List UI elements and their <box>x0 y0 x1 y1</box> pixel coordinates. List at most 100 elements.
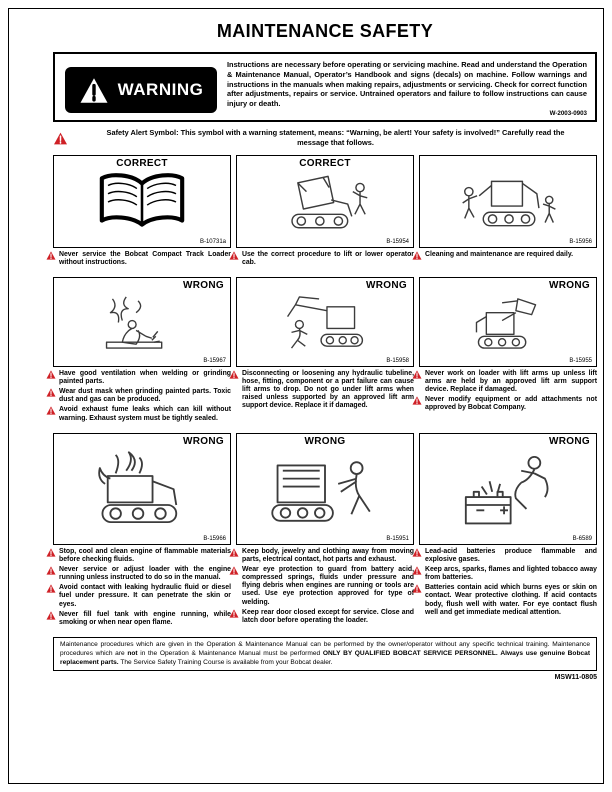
safety-illustration <box>428 169 588 237</box>
caption-list: Cleaning and maintenance are required da… <box>419 250 597 260</box>
caption-list: Lead-acid batteries produce flammable an… <box>419 547 597 617</box>
safety-panel: WRONG B-15955 Never work on loader with … <box>419 276 597 425</box>
caption-text: Keep arcs, sparks, flames and lighted to… <box>425 565 597 582</box>
illustration-box: WRONG B-15951 <box>236 432 414 545</box>
warning-label: WARNING <box>117 80 204 99</box>
cell-label: WRONG <box>304 435 346 447</box>
caption-text: Lead-acid batteries produce flammable an… <box>425 547 597 563</box>
warning-triangle-icon <box>46 584 56 593</box>
caption-text: Wear eye protection to guard from batter… <box>242 565 414 606</box>
caption-item: Wear dust mask when grinding painted par… <box>46 388 231 404</box>
warning-triangle-icon <box>412 584 422 593</box>
caption-list: Disconnecting or loosening any hydraulic… <box>236 369 414 411</box>
warning-panel: WARNING <box>65 67 217 113</box>
illustration-box: CORRECT B-10731a <box>53 154 231 248</box>
cell-label: CORRECT <box>116 157 168 169</box>
cell-label: WRONG <box>549 435 590 447</box>
figure-number: B-15954 <box>386 238 409 245</box>
warning-code: W-2003-0903 <box>549 109 587 117</box>
caption-text: Avoid contact with leaking hydraulic flu… <box>59 584 231 608</box>
caption-list: Use the correct procedure to lift or low… <box>236 250 414 267</box>
caption-item: Cleaning and maintenance are required da… <box>412 250 597 260</box>
figure-number: B-6589 <box>572 535 592 542</box>
safety-illustration <box>245 169 405 237</box>
warning-triangle-icon <box>46 251 56 260</box>
caption-item: Avoid contact with leaking hydraulic flu… <box>46 584 231 608</box>
warning-triangle-icon <box>412 566 422 575</box>
figure-number: B-15955 <box>569 357 592 364</box>
caption-text: Keep body, jewelry and clothing away fro… <box>242 547 414 563</box>
page: MAINTENANCE SAFETY WARNING Instructions … <box>8 8 604 784</box>
warning-triangle-icon <box>229 566 239 575</box>
warning-triangle-icon <box>46 566 56 575</box>
cell-label: WRONG <box>549 279 590 291</box>
caption-list: Keep body, jewelry and clothing away fro… <box>236 547 414 625</box>
caption-text: Never fill fuel tank with engine running… <box>59 610 231 626</box>
warning-triangle-icon <box>229 251 239 260</box>
cell-label: WRONG <box>183 279 224 291</box>
caption-item: Avoid exhaust fume leaks which can kill … <box>46 406 231 422</box>
caption-text: Have good ventilation when welding or gr… <box>59 369 231 385</box>
caption-list: Stop, cool and clean engine of flammable… <box>53 547 231 627</box>
illustration-box: B-15956 <box>419 154 597 248</box>
caption-text: Never service the Bobcat Compact Track L… <box>59 250 231 266</box>
safety-illustration <box>245 291 405 356</box>
illustration-box: WRONG B-15967 <box>53 276 231 367</box>
safety-grid: CORRECT B-10731a Never service the Bobca… <box>53 154 597 629</box>
caption-item: Never modify equipment or add attachment… <box>412 396 597 412</box>
safety-panel: CORRECT B-15954 Use the correct procedur… <box>236 154 414 269</box>
caption-text: Keep rear door closed except for service… <box>242 608 414 624</box>
cell-label: WRONG <box>366 279 407 291</box>
illustration-box: WRONG B-6589 <box>419 432 597 545</box>
safety-panel: WRONG B-15951 Keep body, jewelry and clo… <box>236 432 414 629</box>
safety-panel: WRONG B-6589 Lead-acid batteries produce… <box>419 432 597 629</box>
figure-number: B-15951 <box>386 535 409 542</box>
figure-number: B-15956 <box>569 238 592 245</box>
cell-label: CORRECT <box>299 157 351 169</box>
warning-triangle-icon <box>412 396 422 405</box>
safety-illustration <box>62 447 222 534</box>
footer-text: Maintenance procedures which are given i… <box>60 640 591 666</box>
caption-text: Cleaning and maintenance are required da… <box>425 250 574 258</box>
safety-panel: CORRECT B-10731a Never service the Bobca… <box>53 154 231 269</box>
warning-triangle-icon <box>46 406 56 415</box>
safety-alert-triangle-icon <box>53 132 68 145</box>
figure-number: B-10731a <box>199 238 226 245</box>
caption-list: Have good ventilation when welding or gr… <box>53 369 231 423</box>
page-title: MAINTENANCE SAFETY <box>216 21 434 41</box>
safety-illustration <box>245 447 405 534</box>
caption-text: Never service or adjust loader with the … <box>59 565 231 582</box>
warning-triangle-icon <box>229 548 239 557</box>
warning-body: Instructions are necessary before operat… <box>227 60 587 117</box>
illustration-box: WRONG B-15958 <box>236 276 414 367</box>
caption-list: Never service the Bobcat Compact Track L… <box>53 250 231 267</box>
caption-item: Disconnecting or loosening any hydraulic… <box>229 369 414 411</box>
caption-item: Never service the Bobcat Compact Track L… <box>46 250 231 267</box>
cell-label: WRONG <box>183 435 224 447</box>
warning-text: Instructions are necessary before operat… <box>227 60 587 109</box>
caption-item: Never fill fuel tank with engine running… <box>46 610 231 627</box>
caption-text: Disconnecting or loosening any hydraulic… <box>242 369 414 410</box>
caption-item: Keep body, jewelry and clothing away fro… <box>229 547 414 564</box>
doc-number: MSW11-0805 <box>554 674 597 682</box>
figure-number: B-15958 <box>386 357 409 364</box>
caption-item: Have good ventilation when welding or gr… <box>46 369 231 386</box>
illustration-box: WRONG B-15966 <box>53 432 231 545</box>
warning-box: WARNING Instructions are necessary befor… <box>53 52 597 122</box>
warning-triangle-icon <box>412 251 422 260</box>
warning-triangle-icon <box>46 370 56 379</box>
caption-item: Keep arcs, sparks, flames and lighted to… <box>412 565 597 582</box>
safety-illustration <box>62 169 222 237</box>
figure-number: B-15966 <box>203 535 226 542</box>
warning-triangle-icon <box>229 609 239 618</box>
safety-panel: WRONG B-15966 Stop, cool and clean engin… <box>53 432 231 629</box>
warning-triangle-icon <box>412 548 422 557</box>
warning-triangle-icon <box>412 370 422 379</box>
warning-triangle-icon <box>46 388 56 397</box>
caption-item: Stop, cool and clean engine of flammable… <box>46 547 231 564</box>
caption-item: Batteries contain acid which burns eyes … <box>412 584 597 617</box>
caption-text: Batteries contain acid which burns eyes … <box>425 584 597 616</box>
warning-triangle-icon <box>229 370 239 379</box>
caption-text: Use the correct procedure to lift or low… <box>242 250 414 266</box>
warning-triangle-icon <box>46 611 56 620</box>
